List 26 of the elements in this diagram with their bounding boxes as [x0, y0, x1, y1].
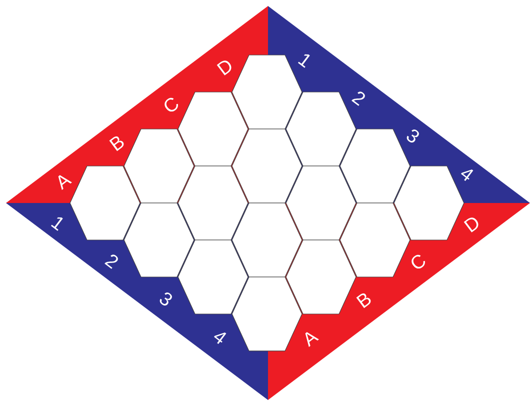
hex-cell	[124, 128, 194, 204]
coordinate-label: D	[216, 60, 232, 76]
hex-cell	[178, 92, 248, 166]
hex-cell	[124, 202, 194, 278]
coordinate-label: 2	[104, 254, 118, 269]
hex-cell	[232, 276, 302, 352]
coordinate-label: C	[412, 254, 425, 269]
coordinate-label: A	[58, 175, 72, 190]
coordinate-label: 2	[352, 92, 365, 106]
hex-cell	[178, 240, 248, 314]
coordinate-label: B	[356, 293, 371, 308]
coordinate-label: 3	[406, 130, 419, 143]
coordinate-label: A	[305, 332, 319, 347]
coordinate-label: C	[164, 98, 178, 112]
hex-cell	[340, 202, 410, 278]
coordinate-label: 4	[214, 332, 226, 344]
hex-cell	[232, 128, 302, 204]
coordinate-label: 3	[160, 292, 172, 306]
coordinate-label: D	[464, 218, 478, 232]
coordinate-label: 1	[298, 54, 310, 68]
coordinate-label: 4	[460, 169, 474, 181]
hex-cell	[232, 202, 302, 278]
hex-cell	[178, 166, 248, 240]
coordinate-label: B	[109, 136, 124, 152]
hex-cell	[286, 240, 356, 314]
hex-cell	[286, 166, 356, 240]
